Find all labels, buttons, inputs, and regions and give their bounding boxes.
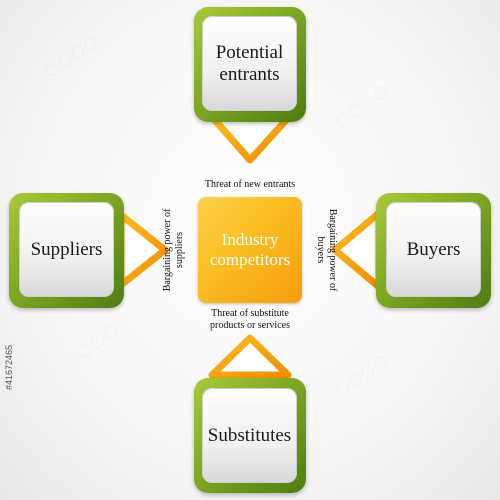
label-bargaining-suppliers-text: Bargaining power of suppliers [162, 208, 185, 292]
node-suppliers: Suppliers [9, 193, 124, 308]
label-bargaining-buyers: Bargaining power of buyers [302, 200, 339, 300]
node-label: Potential entrants [202, 16, 297, 111]
arrow-right [331, 209, 383, 291]
node-potential-entrants: Potential entrants [194, 7, 306, 122]
center-label: Industry competitors [209, 230, 291, 269]
stock-id: #41672465 [4, 344, 14, 390]
label-bargaining-suppliers: Bargaining power of suppliers [162, 200, 198, 300]
label-threat-substitutes-text: Threat of substitute products or service… [210, 308, 290, 331]
label-threat-substitutes: Threat of substitute products or service… [180, 308, 320, 331]
arrow-bottom [208, 334, 292, 379]
node-substitutes: Substitutes [194, 378, 306, 493]
node-label: Suppliers [19, 202, 114, 297]
label-threat-new-entrants: Threat of new entrants [204, 179, 296, 190]
node-buyers: Buyers [376, 193, 491, 308]
center-industry-competitors: Industry competitors [198, 197, 302, 303]
arrow-left [117, 211, 169, 289]
arrow-top [209, 114, 292, 164]
node-label: Substitutes [202, 388, 297, 483]
node-label: Buyers [386, 202, 481, 297]
label-bargaining-buyers-text: Bargaining power of buyers [315, 208, 339, 292]
